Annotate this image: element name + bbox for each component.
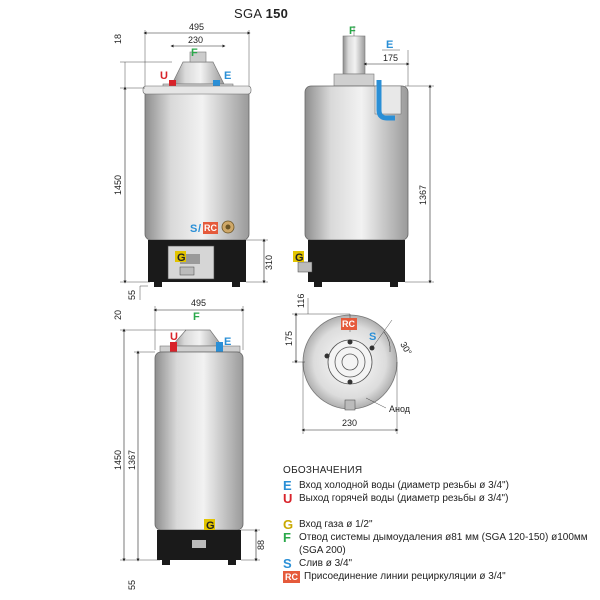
legend-heading: ОБОЗНАЧЕНИЯ (283, 465, 363, 476)
front-view-2: G 495 20 1450 1367 88 55 F U E (113, 298, 266, 590)
dim-front2-height: 1450 (113, 450, 123, 470)
label-sep: / (198, 223, 201, 235)
legend-code-RC: RC (283, 571, 300, 583)
legend-item-S: S Слив ø 3/4" (283, 557, 598, 570)
dim-plan-175: 175 (284, 331, 294, 346)
dim-plan-116: 116 (296, 294, 306, 308)
title-model: 150 (265, 6, 289, 21)
label-anode: Анод (389, 404, 411, 414)
label-RC: RC (204, 223, 217, 233)
side-label-E: E (386, 39, 393, 51)
legend-code-S: S (283, 556, 292, 571)
legend-text-RC: Присоединение линии рециркуляции ø 3/4" (304, 571, 506, 582)
legend-text-S: Слив ø 3/4" (299, 558, 353, 569)
legend-item-G: G Вход газа ø 1/2" (283, 518, 598, 531)
dim-front2-top: 20 (113, 310, 123, 320)
side-label-G: G (295, 252, 304, 264)
plan-label-RC: RC (342, 319, 355, 329)
dim-base-height: 310 (264, 255, 274, 270)
label-G: G (177, 252, 186, 264)
legend-item-E: E Вход холодной воды (диаметр резьбы ø 3… (283, 479, 598, 492)
front-view: 495 230 18 1450 310 55 F U E S / RC G (113, 22, 274, 300)
legend-item-RC: RC Присоединение линии рециркуляции ø 3/… (283, 570, 598, 583)
dim-front2-inner: 1367 (127, 450, 137, 470)
legend-item-F: F Отвод системы дымоудаления ø81 мм (SGA… (283, 531, 598, 557)
front-tank (144, 87, 250, 241)
dim-flue-width: 230 (188, 35, 203, 45)
front2-label-F: F (193, 311, 200, 323)
label-F: F (191, 47, 198, 59)
legend-text-E: Вход холодной воды (диаметр резьбы ø 3/4… (299, 480, 509, 491)
legend-item-U: U Выход горячей воды (диаметр резьбы ø 3… (283, 492, 598, 505)
dim-foot-height: 55 (127, 290, 137, 300)
legend-code-E: E (283, 478, 292, 493)
front2-tank (154, 351, 244, 531)
dim-side-depth: 175 (383, 53, 398, 63)
legend-text-U: Выход горячей воды (диаметр резьбы ø 3/4… (299, 493, 509, 504)
label-U: U (160, 70, 168, 82)
dim-side-height: 1367 (418, 185, 428, 205)
dim-front2-base: 88 (256, 540, 266, 550)
front2-label-G: G (206, 520, 215, 532)
front2-label-U: U (170, 331, 178, 343)
title-prefix: SGA (234, 6, 262, 21)
side-base (308, 240, 405, 282)
side-view: 175 1367 F E G (293, 25, 434, 287)
legend-code-F: F (283, 530, 291, 545)
label-E: E (224, 70, 231, 82)
dim-plan-angle: 30° (398, 340, 414, 357)
dim-plan-width: 230 (342, 418, 357, 428)
plan-label-S: S (369, 331, 376, 343)
legend: ОБОЗНАЧЕНИЯ E Вход холодной воды (диамет… (283, 464, 598, 583)
side-label-F: F (349, 25, 356, 37)
label-S: S (190, 223, 197, 235)
dim-top-offset: 18 (113, 34, 123, 44)
drawing-title: SGA 150 (234, 6, 288, 21)
plan-view: RC S 230 175 116 30° Анод (284, 294, 414, 434)
front2-label-E: E (224, 336, 231, 348)
dim-front2-width: 495 (191, 298, 206, 308)
legend-code-U: U (283, 491, 293, 506)
dim-front-width: 495 (189, 22, 204, 32)
legend-code-G: G (283, 517, 294, 532)
dim-front2-foot: 55 (127, 580, 137, 590)
legend-text-G: Вход газа ø 1/2" (299, 519, 373, 530)
dim-total-height: 1450 (113, 175, 123, 195)
legend-text-F: Отвод системы дымоудаления ø81 мм (SGA 1… (299, 532, 588, 556)
